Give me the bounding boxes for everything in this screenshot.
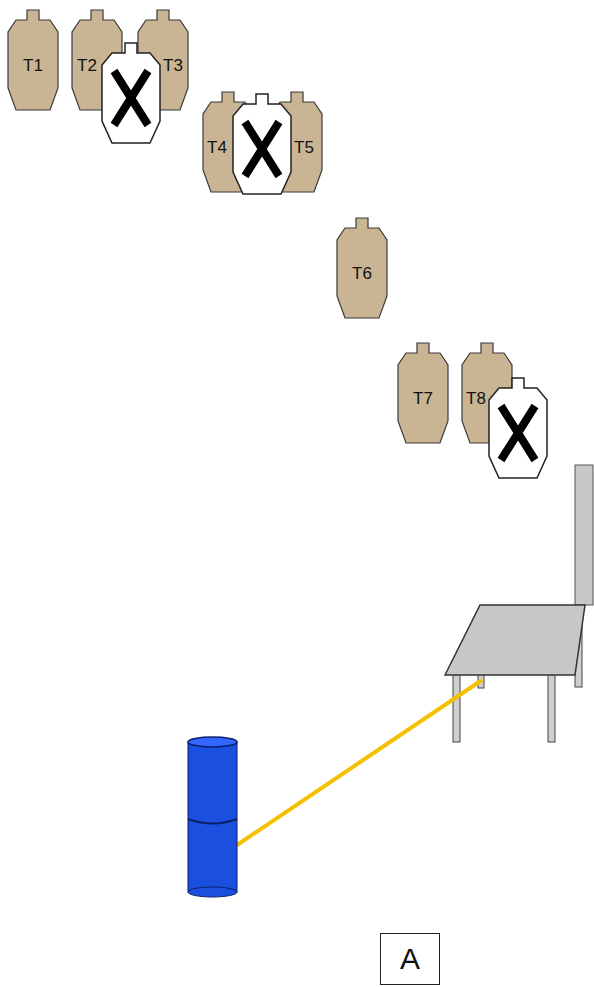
target-label: T3 — [163, 56, 183, 76]
target-label: T6 — [352, 264, 372, 284]
target-label: T5 — [294, 138, 314, 158]
target-label: T1 — [23, 56, 43, 76]
target-label: T4 — [207, 138, 227, 158]
shoot-target: T7 — [398, 343, 448, 443]
target-label: T8 — [466, 389, 486, 409]
shoot-target: T3 — [138, 10, 188, 110]
wall — [575, 465, 593, 605]
start-position-box: A — [380, 933, 440, 985]
shoot-target: T6 — [337, 218, 387, 318]
shoot-target: T5 — [272, 92, 322, 192]
barrel — [188, 737, 237, 897]
shoot-target: T2 — [72, 10, 122, 110]
fault-line — [237, 680, 482, 845]
shoot-target: T8 — [462, 343, 512, 443]
table-top — [445, 605, 585, 675]
shoot-target: T1 — [8, 10, 58, 110]
target-label: T7 — [413, 389, 433, 409]
position-label: A — [392, 940, 428, 978]
target-label: T2 — [77, 56, 97, 76]
shoot-target: T4 — [203, 92, 253, 192]
